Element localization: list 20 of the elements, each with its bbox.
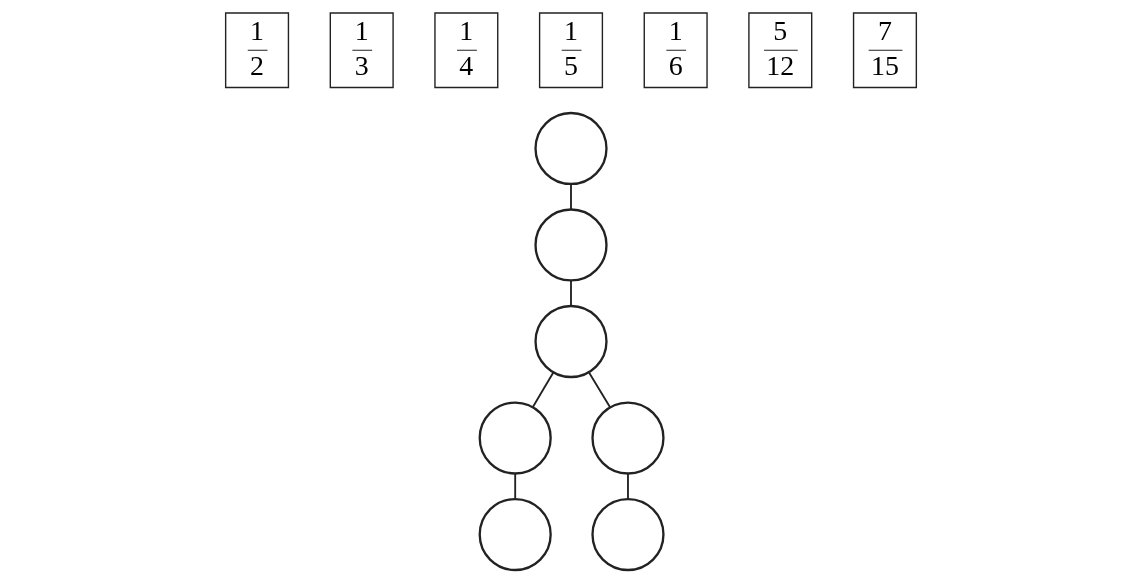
node-circle bbox=[478, 497, 552, 572]
connector bbox=[588, 371, 611, 409]
node-circle bbox=[478, 401, 552, 475]
node-circle bbox=[534, 304, 608, 379]
node-circle bbox=[534, 111, 608, 186]
connector bbox=[532, 371, 555, 408]
connector bbox=[570, 183, 572, 211]
node-circle bbox=[591, 497, 665, 572]
node-circle bbox=[534, 208, 608, 282]
node-box: 1 5 bbox=[538, 12, 604, 89]
node-box: 1 2 bbox=[224, 12, 290, 89]
node-box: 1 4 bbox=[434, 12, 499, 89]
node-circle bbox=[591, 401, 665, 475]
connector bbox=[627, 472, 629, 500]
node-box: 5 12 bbox=[748, 12, 813, 89]
connector bbox=[570, 279, 572, 307]
node-box: 7 15 bbox=[852, 12, 918, 89]
node-box: 1 6 bbox=[643, 12, 708, 89]
node-box: 1 3 bbox=[329, 12, 394, 89]
connector bbox=[514, 472, 517, 500]
